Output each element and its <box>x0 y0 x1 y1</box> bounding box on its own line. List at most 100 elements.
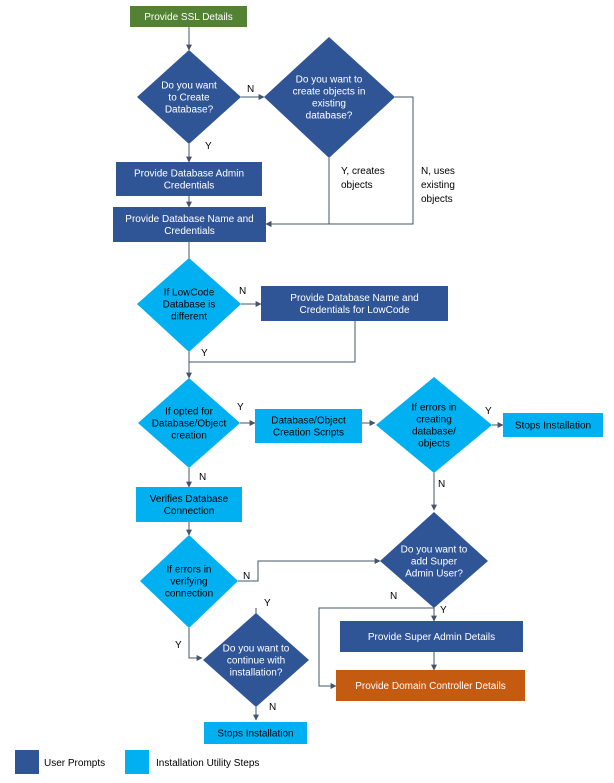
q-errors-verifying-line: verifying <box>170 577 207 588</box>
q-super-admin-line: Admin User? <box>405 569 463 580</box>
errors-verifying-y-label: Y <box>175 640 182 651</box>
q-errors-verifying-line: connection <box>165 589 213 600</box>
lowcode-y-label: Y <box>201 348 208 359</box>
verify-line: Connection <box>164 506 215 517</box>
q-create-objects-line: create objects in <box>293 87 366 98</box>
domain-line: Provide Domain Controller Details <box>355 681 506 692</box>
user-prompts-legend-label: User Prompts <box>44 758 105 769</box>
utility-steps-legend-label: Installation Utility Steps <box>156 758 259 769</box>
stops-installation-step-2: Stops Installation <box>204 722 307 744</box>
errors-verifying-n-label: N <box>243 571 250 582</box>
q-opted-line: If opted for <box>165 407 213 418</box>
stops-installation-step-1: Stops Installation <box>503 413 603 437</box>
q-super-admin-line: add Super <box>411 557 458 568</box>
n-uses-existing-label-3: objects <box>421 194 453 205</box>
n-uses-existing-label-1: N, uses <box>421 166 455 177</box>
super-admin-text: Provide Super Admin Details <box>368 632 495 643</box>
q-errors-creating-line: database/ <box>412 427 456 438</box>
q-lowcode-line: Database is <box>163 300 216 311</box>
q-create-objects-line: Do you want to <box>296 75 363 86</box>
create-db-y-label: Y <box>205 141 212 152</box>
q-super-admin-line: Do you want to <box>401 545 468 556</box>
continue-y-label: Y <box>264 598 271 609</box>
user-prompts-swatch <box>15 750 39 774</box>
legend: User Prompts Installation Utility Steps <box>15 750 259 774</box>
provide-ssl-details-step: Provide SSL Details <box>130 6 247 27</box>
scripts-line: Creation Scripts <box>273 428 344 439</box>
q-create-objects-line: existing <box>312 99 346 110</box>
q-errors-creating-line: objects <box>418 439 450 450</box>
n-uses-existing-label-2: existing <box>421 180 455 191</box>
ssl-line: Provide SSL Details <box>144 12 233 23</box>
q-errors-creating-line: creating <box>416 415 452 426</box>
db-name-line: Provide Database Name and <box>125 214 253 225</box>
q-errors-verifying-line: If errors in <box>166 565 211 576</box>
stop1-text: Stops Installation <box>515 421 591 432</box>
continue-n-label: N <box>269 702 276 713</box>
verify-line: Verifies Database <box>150 494 229 505</box>
stop2-text: Stops Installation <box>217 729 293 740</box>
super-admin-y-label: Y <box>440 605 447 616</box>
q-create-db-line: to Create <box>168 93 210 104</box>
db-admin-line: Credentials <box>164 181 215 192</box>
utility-steps-swatch <box>125 750 149 774</box>
ssl-text: Provide SSL Details <box>144 12 233 23</box>
lowcode-n-label: N <box>239 286 246 297</box>
stop1-line: Stops Installation <box>515 421 591 432</box>
stop2-line: Stops Installation <box>217 729 293 740</box>
q-opted-line: creation <box>171 431 207 442</box>
q-opted-line: Database/Object <box>152 419 227 430</box>
provide-super-admin-details-step: Provide Super Admin Details <box>340 621 523 652</box>
q-lowcode-line: If LowCode <box>164 288 215 299</box>
db-admin-line: Provide Database Admin <box>134 169 244 180</box>
q-lowcode-line: different <box>171 312 207 323</box>
q-continue-line: installation? <box>230 668 283 679</box>
y-creates-objects-label-2: objects <box>341 180 373 191</box>
opted-y-label: Y <box>237 402 244 413</box>
q-create-db-line: Database? <box>165 105 214 116</box>
errors-creating-y-label: Y <box>485 406 492 417</box>
errors-creating-n-label: N <box>438 479 445 490</box>
y-creates-objects-label-1: Y, creates <box>341 166 385 177</box>
opted-n-label: N <box>199 472 206 483</box>
scripts-line: Database/Object <box>271 416 346 427</box>
super-admin-n-label: N <box>390 591 397 602</box>
provide-domain-controller-details-step: Provide Domain Controller Details <box>336 670 525 701</box>
super-admin-line: Provide Super Admin Details <box>368 632 495 643</box>
lowcode-creds-line: Provide Database Name and <box>290 293 418 304</box>
q-continue-line: continue with <box>227 656 285 667</box>
db-name-line: Credentials <box>164 226 215 237</box>
create-db-n-label: N <box>247 84 254 95</box>
q-errors-creating-line: If errors in <box>411 403 456 414</box>
domain-text: Provide Domain Controller Details <box>355 681 506 692</box>
q-continue-line: Do you want to <box>223 644 290 655</box>
q-create-db-line: Do you want <box>161 81 217 92</box>
lowcode-creds-line: Credentials for LowCode <box>299 305 409 316</box>
